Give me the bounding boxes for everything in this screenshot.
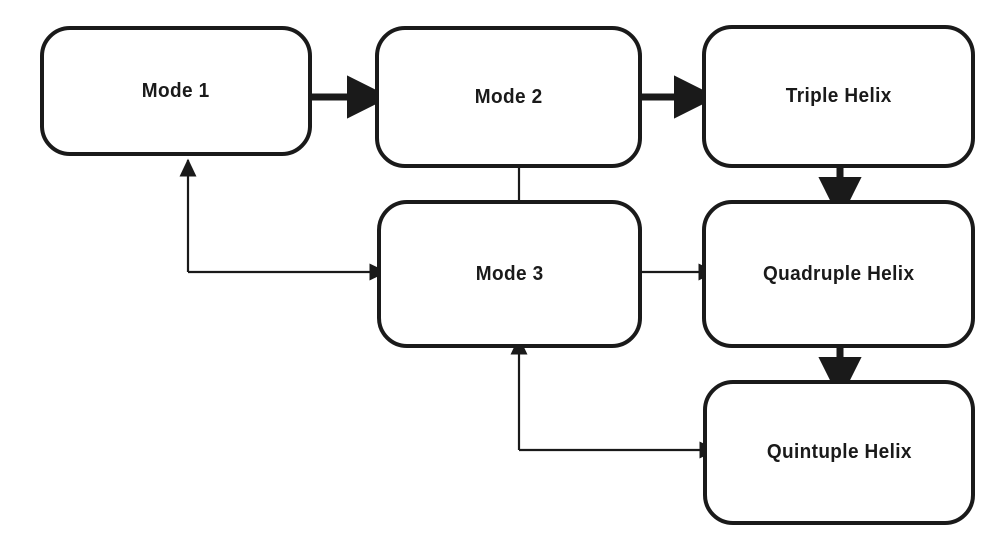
node-label-quadruple-helix: Quadruple Helix [762, 262, 915, 285]
node-mode-2[interactable]: Mode 2 [375, 26, 642, 168]
node-mode-1[interactable]: Mode 1 [40, 26, 312, 156]
node-triple-helix[interactable]: Triple Helix [702, 25, 975, 168]
node-quintuple-helix[interactable]: Quintuple Helix [703, 380, 975, 525]
edge-mode3-quintuple-helix-elbow [510, 336, 718, 459]
node-label-mode-1: Mode 1 [142, 79, 210, 102]
node-label-quintuple-helix: Quintuple Helix [766, 441, 912, 463]
node-mode-3[interactable]: Mode 3 [377, 200, 642, 348]
node-label-triple-helix: Triple Helix [785, 85, 892, 107]
node-label-mode-2: Mode 2 [474, 85, 543, 108]
node-label-mode-3: Mode 3 [475, 262, 544, 285]
edge-mode3-to-mode1-elbow [179, 158, 388, 281]
node-quadruple-helix[interactable]: Quadruple Helix [702, 200, 975, 348]
